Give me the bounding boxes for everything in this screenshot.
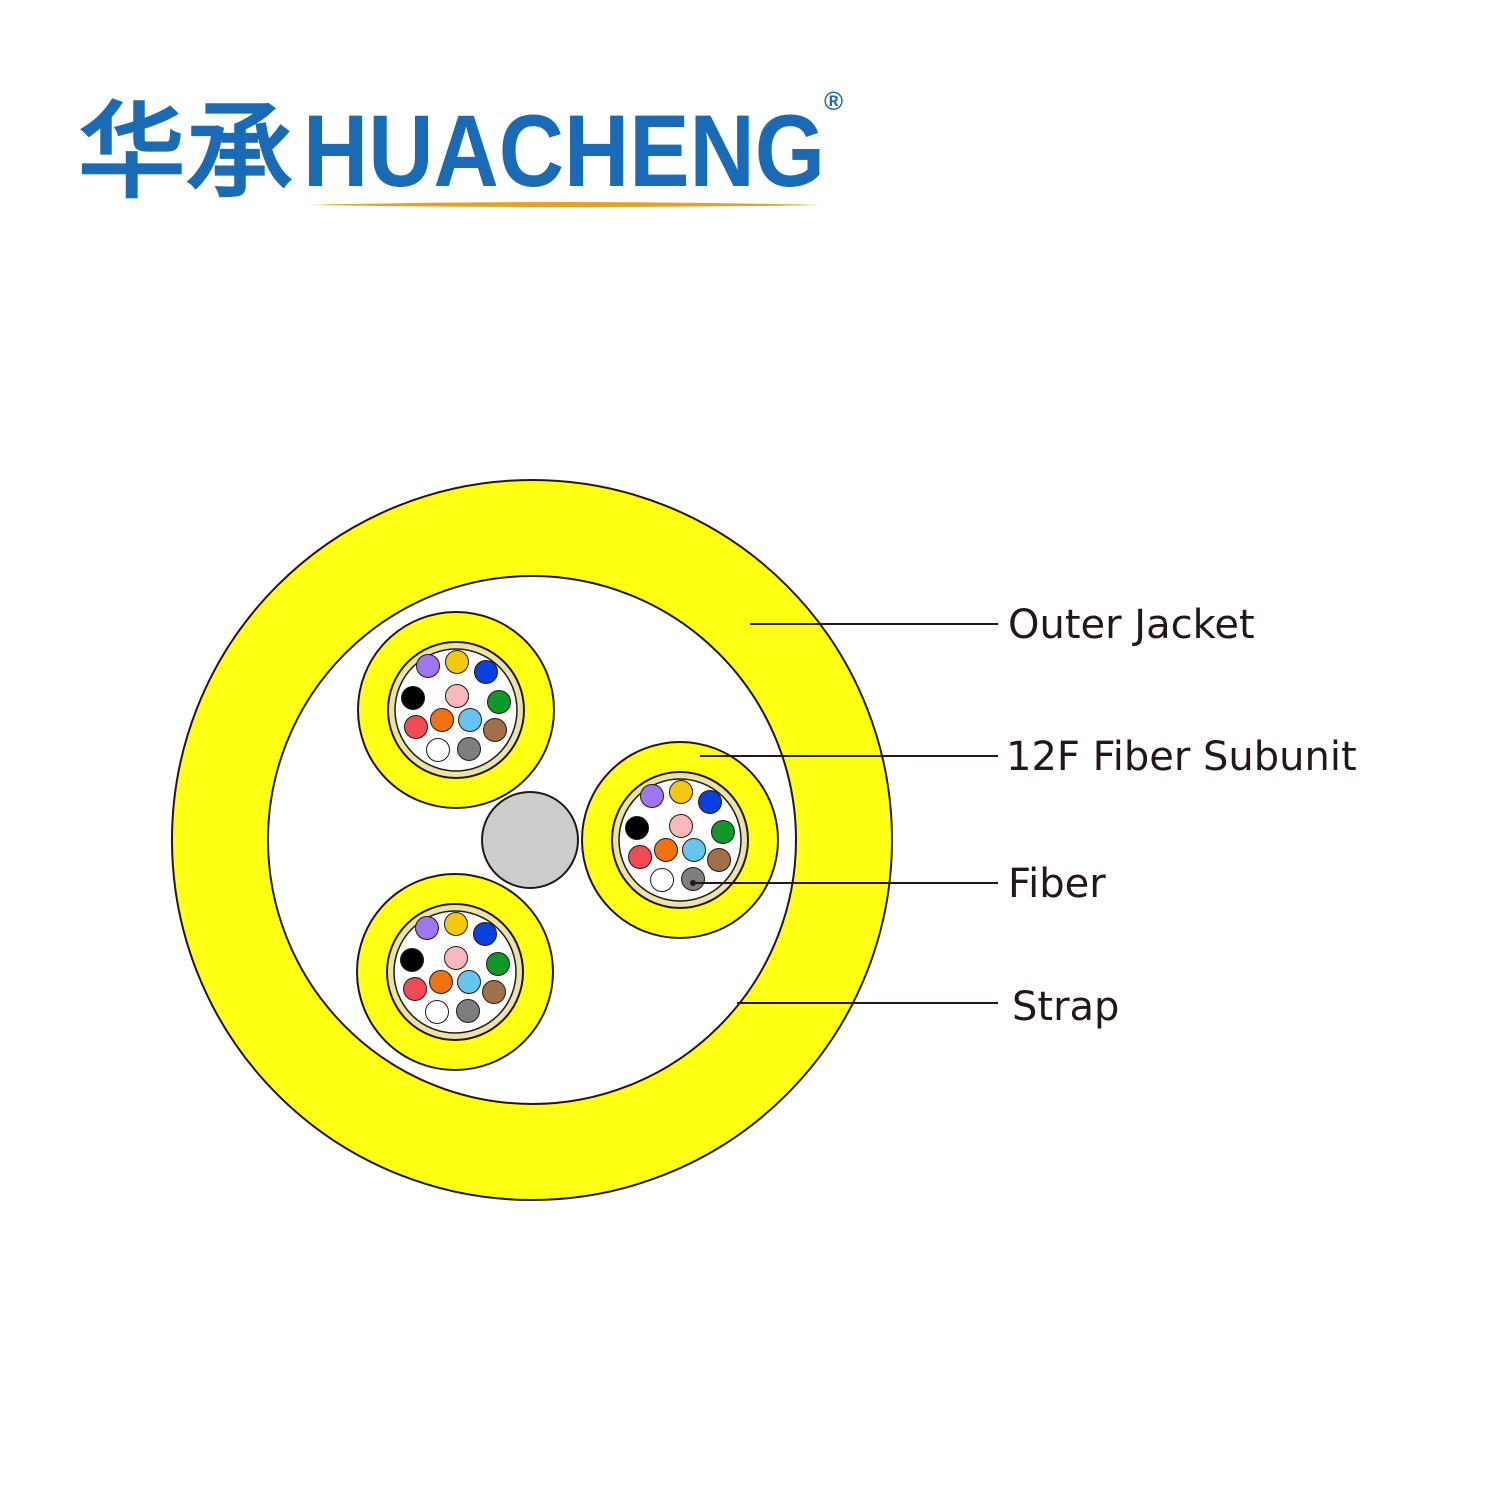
fiber — [458, 708, 482, 732]
fiber-subunit — [356, 873, 554, 1071]
fiber — [669, 814, 693, 838]
fiber — [415, 916, 439, 940]
fiber — [483, 718, 507, 742]
fiber — [401, 686, 425, 710]
fiber — [650, 868, 674, 892]
fiber — [474, 660, 498, 684]
fiber — [482, 980, 506, 1004]
fiber — [444, 912, 468, 936]
central-strength-member — [481, 791, 579, 889]
fiber-subunit — [581, 741, 779, 939]
fiber — [682, 838, 706, 862]
fiber — [640, 784, 664, 808]
fiber — [457, 970, 481, 994]
label-fiber: Fiber — [1008, 861, 1106, 907]
brand-logo: 华承 HUACHENG ® — [78, 86, 843, 213]
fiber — [445, 650, 469, 674]
fiber — [669, 780, 693, 804]
logo-underline — [308, 202, 822, 207]
fiber — [628, 845, 652, 869]
fiber-subunits — [356, 611, 779, 1071]
fiber — [403, 977, 427, 1001]
fiber-subunit — [357, 611, 555, 809]
fiber — [473, 922, 497, 946]
fiber — [429, 970, 453, 994]
label-strap: Strap — [1012, 984, 1119, 1030]
fiber — [400, 948, 424, 972]
registered-mark: ® — [824, 86, 843, 116]
fiber — [445, 684, 469, 708]
cable-cross-section — [171, 479, 893, 1201]
fiber — [486, 952, 510, 976]
fiber — [625, 816, 649, 840]
fiber — [456, 999, 480, 1023]
leader-lines — [690, 623, 998, 1004]
fiber — [416, 654, 440, 678]
fiber — [711, 820, 735, 844]
fiber — [426, 738, 450, 762]
diagram-labels: Outer Jacket 12F Fiber Subunit Fiber Str… — [1006, 602, 1357, 1030]
label-subunit: 12F Fiber Subunit — [1006, 734, 1357, 780]
fiber — [698, 790, 722, 814]
fiber — [404, 715, 428, 739]
fiber — [444, 946, 468, 970]
fiber — [457, 737, 481, 761]
fiber — [430, 708, 454, 732]
fiber — [707, 848, 731, 872]
fiber — [681, 867, 705, 891]
logo-english: HUACHENG — [303, 94, 825, 208]
fiber — [487, 690, 511, 714]
label-outer-jacket: Outer Jacket — [1008, 602, 1255, 648]
fiber — [654, 838, 678, 862]
fiber — [425, 1000, 449, 1024]
leader-dot-fiber — [690, 880, 696, 886]
logo-chinese: 华承 — [78, 91, 293, 213]
